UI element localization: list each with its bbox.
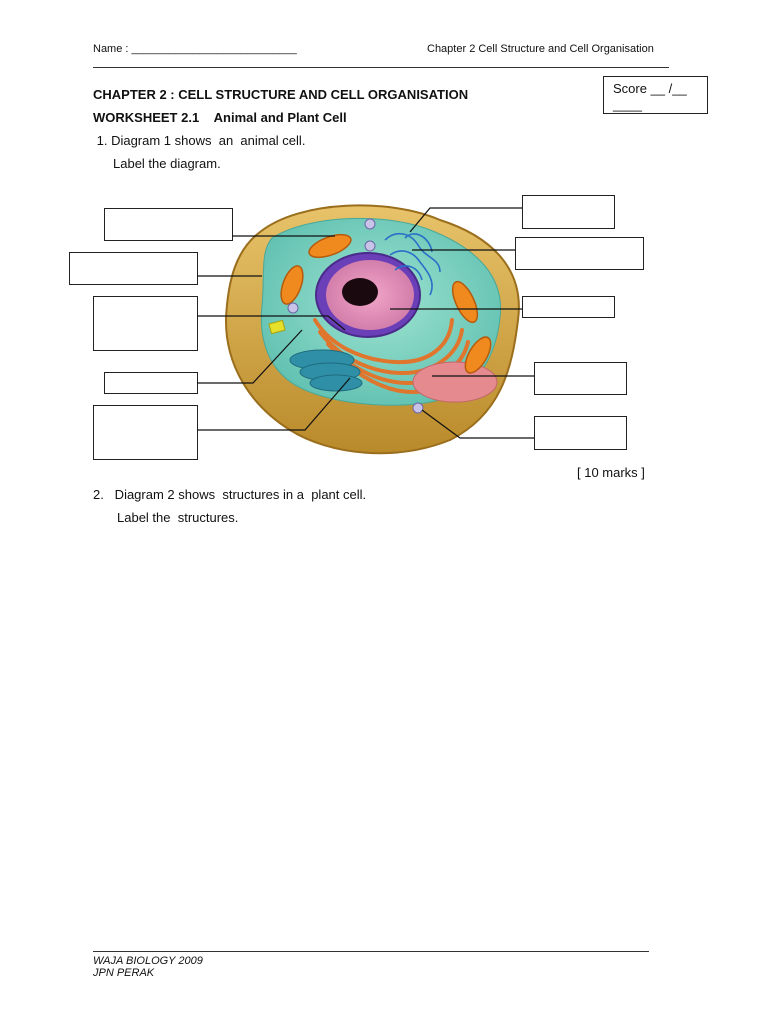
mitochondria xyxy=(280,233,492,374)
score-line: Score __ /__ xyxy=(613,81,687,96)
label-box-6[interactable] xyxy=(522,195,615,229)
leader-lines xyxy=(197,207,534,439)
name-field-label: Name : ___________________________ xyxy=(93,43,297,55)
question-2-instruction: Label the structures. xyxy=(117,510,239,525)
vesicle xyxy=(364,218,376,230)
label-box-2[interactable] xyxy=(69,252,198,285)
worksheet-title: WORKSHEET 2.1 Animal and Plant Cell xyxy=(93,110,347,125)
label-box-5[interactable] xyxy=(93,405,198,460)
footer-divider xyxy=(93,951,649,952)
question-1-marks: [ 10 marks ] xyxy=(577,465,645,480)
nucleolus xyxy=(342,278,378,306)
vesicle xyxy=(287,302,299,314)
worksheet-number: WORKSHEET 2.1 xyxy=(93,110,200,125)
label-box-8[interactable] xyxy=(522,296,615,318)
footer-line-2: JPN PERAK xyxy=(93,967,155,979)
question-1-prompt: 1. Diagram 1 shows an animal cell. xyxy=(93,133,306,148)
label-box-4[interactable] xyxy=(104,372,198,394)
label-box-1[interactable] xyxy=(104,208,233,241)
worksheet-topic: Animal and Plant Cell xyxy=(213,110,347,125)
centrosome xyxy=(268,319,286,335)
question-2-prompt: 2. Diagram 2 shows structures in a plant… xyxy=(93,487,367,502)
animal-cell-diagram xyxy=(69,195,644,460)
chapter-title: CHAPTER 2 : CELL STRUCTURE AND CELL ORGA… xyxy=(93,87,469,102)
smooth-endoplasmic-reticulum xyxy=(412,361,498,403)
vesicle xyxy=(412,402,424,414)
label-box-10[interactable] xyxy=(534,416,627,450)
footer-line-1: WAJA BIOLOGY 2009 xyxy=(93,955,203,967)
golgi-apparatus xyxy=(289,349,363,392)
label-box-3[interactable] xyxy=(93,296,198,351)
vesicle xyxy=(364,240,376,252)
cytoskeleton xyxy=(384,232,441,296)
score-box: Score __ /__ ____ xyxy=(603,76,708,114)
score-underline: ____ xyxy=(613,97,642,112)
chapter-reference: Chapter 2 Cell Structure and Cell Organi… xyxy=(427,43,654,55)
header-divider xyxy=(93,67,669,68)
question-1-instruction: Label the diagram. xyxy=(113,156,221,171)
label-box-9[interactable] xyxy=(534,362,627,395)
label-box-7[interactable] xyxy=(515,237,644,270)
